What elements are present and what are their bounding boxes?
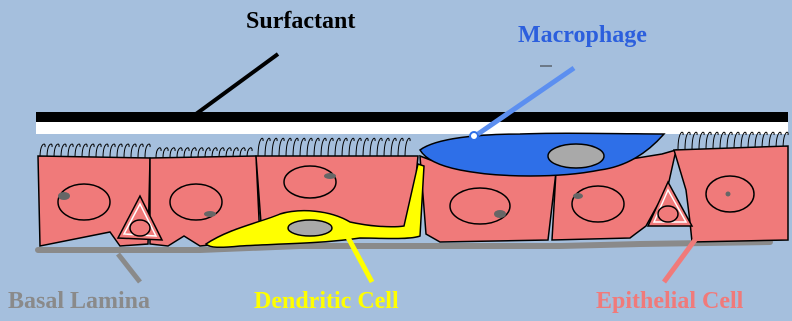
cilium [405, 138, 410, 158]
surfactant-pointer [196, 54, 278, 114]
cilium [170, 148, 175, 158]
cilium [279, 138, 284, 158]
dendritic-nucleus [288, 220, 332, 236]
basal-lamina-pointer [118, 254, 140, 282]
cilium [265, 138, 270, 158]
cilium [258, 138, 263, 158]
cilium [699, 132, 704, 150]
cilium [75, 144, 80, 158]
cilium [363, 138, 368, 158]
surfactant-gap [36, 122, 788, 134]
cilium [335, 138, 340, 158]
cilium [163, 148, 168, 158]
cilium [678, 132, 683, 150]
surfactant-label: Surfactant [246, 8, 355, 35]
cilium [391, 138, 396, 158]
cilium [314, 138, 319, 158]
cilium [370, 138, 375, 158]
cilium [720, 132, 725, 150]
cilium [300, 138, 305, 158]
cilium [103, 144, 108, 158]
cilium [117, 144, 122, 158]
cilium [272, 138, 277, 158]
cilium [293, 138, 298, 158]
cilium [384, 138, 389, 158]
cilium [184, 148, 189, 158]
macrophage-nucleus [548, 144, 604, 168]
cilium [96, 144, 101, 158]
nucleus [572, 186, 624, 222]
cilium [377, 138, 382, 158]
cilium [89, 144, 94, 158]
cilium [356, 138, 361, 158]
cilium [131, 144, 136, 158]
cilium [328, 138, 333, 158]
cilium [177, 148, 182, 158]
nucleus [658, 206, 678, 222]
cilium [286, 138, 291, 158]
epithelial-cell-label: Epithelial Cell [596, 288, 743, 315]
nucleus [450, 188, 510, 224]
macrophage-pseudopod [470, 132, 478, 140]
cilium [307, 138, 312, 158]
cilium [706, 132, 711, 150]
cilium [82, 144, 87, 158]
cilium [156, 148, 161, 158]
cilium [342, 138, 347, 158]
cilium [398, 138, 403, 158]
cilium [692, 132, 697, 150]
cilium [349, 138, 354, 158]
cilium [138, 144, 143, 158]
cilium [321, 138, 326, 158]
basal-lamina-label: Basal Lamina [8, 288, 150, 315]
cilium [685, 132, 690, 150]
macrophage-label: Macrophage [518, 22, 647, 49]
cilium [713, 132, 718, 150]
nucleus [130, 220, 150, 236]
surfactant-layer [36, 112, 788, 122]
dendritic-cell-label: Dendritic Cell [254, 288, 399, 315]
cilium [124, 144, 129, 158]
cilium [145, 144, 150, 158]
cilium [110, 144, 115, 158]
nucleus [58, 184, 110, 220]
nucleus [284, 166, 336, 198]
